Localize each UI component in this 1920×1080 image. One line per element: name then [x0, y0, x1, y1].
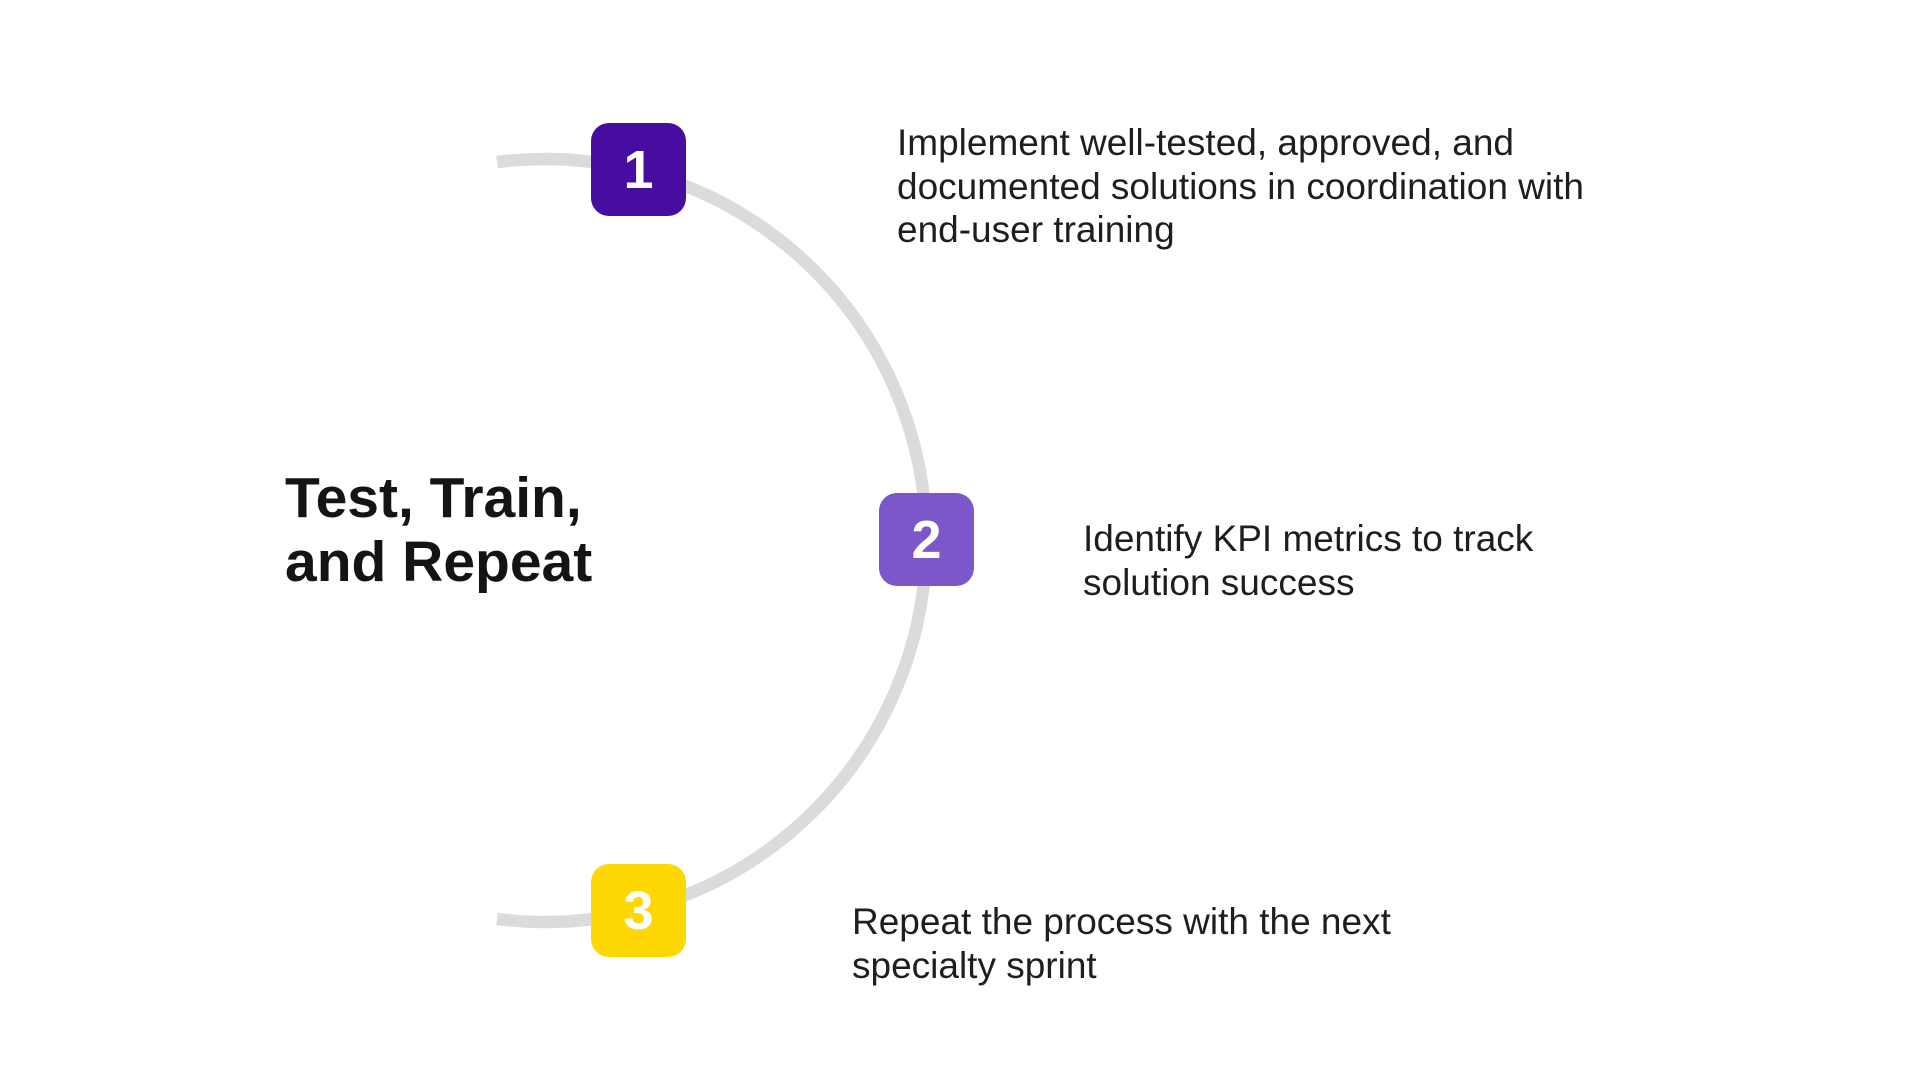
step-1-number: 1: [623, 139, 654, 200]
step-3-badge: 3: [591, 864, 686, 957]
diagram-title: Test, Train, and Repeat: [285, 466, 593, 594]
step-1-badge: 1: [591, 123, 686, 216]
step-2-badge: 2: [879, 493, 974, 586]
step-3-description: Repeat the process with the next special…: [852, 901, 1391, 986]
step-3-number: 3: [623, 880, 654, 941]
step-2-description: Identify KPI metrics to track solution s…: [1083, 518, 1534, 603]
step-2-number: 2: [911, 509, 942, 570]
step-1-description: Implement well-tested, approved, and doc…: [897, 122, 1584, 250]
